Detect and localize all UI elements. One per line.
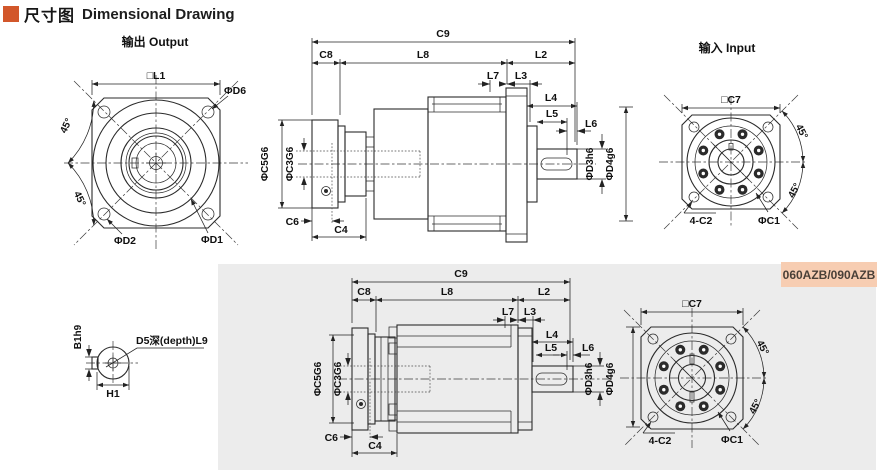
- dim-d3-d4-bottom: ΦD3h6 ΦD4g6: [573, 326, 640, 428]
- dim-c9-top: C9: [311, 28, 576, 142]
- dim-d1: ΦD1: [190, 198, 223, 246]
- dim-l4-l5-l6-bottom: L4 L5 L6: [531, 329, 594, 370]
- dim-l4-l5-l6-top: L4 L5 L6: [526, 92, 597, 155]
- dim-c6-top-label: C6: [286, 216, 300, 228]
- dim-angle-bottom-input-label: 45°: [786, 182, 803, 201]
- dim-c1-top: ΦC1: [755, 192, 780, 227]
- dim-4c2-bottom-label: 4-C2: [649, 435, 672, 447]
- dim-l7-bottom-label: L7: [502, 306, 514, 318]
- side-view-bottom: C9 C8 L8 L2: [313, 268, 640, 457]
- dim-d5-depth: D5深(depth)L9: [105, 334, 208, 368]
- dim-c3g6-top-label: ΦC3G6: [285, 146, 296, 181]
- dim-d4g6-top-label: ΦD4g6: [605, 147, 616, 180]
- dim-l4-bottom-label: L4: [546, 329, 558, 341]
- dim-l2-top-label: L2: [535, 49, 547, 61]
- title-zh: 尺寸图: [24, 8, 76, 25]
- dim-l8-bottom-label: L8: [441, 286, 453, 298]
- dim-4c2-top-label: 4-C2: [690, 215, 713, 227]
- dim-l3-top-label: L3: [515, 70, 527, 82]
- dim-l3-bottom-label: L3: [524, 306, 536, 318]
- dim-l7-l3-top: L7 L3: [478, 70, 542, 122]
- dim-l7-l3-bottom: L7 L3: [493, 306, 545, 362]
- output-caption: 输出 Output: [122, 34, 189, 49]
- dim-angle-bottom: 45°: [67, 162, 97, 226]
- dim-angle-top-label: 45°: [59, 117, 75, 135]
- dim-l8-top-label: L8: [417, 49, 429, 61]
- dim-d2-label: ΦD2: [114, 235, 136, 247]
- dim-b1h9: B1h9: [73, 324, 92, 381]
- screw-pattern-top: [698, 129, 764, 195]
- dim-d3h6-bottom-label: ΦD3h6: [584, 362, 595, 395]
- dim-l5-bottom-label: L5: [545, 342, 557, 354]
- dim-h1-label: H1: [106, 388, 120, 400]
- input-caption: 输入 Input: [699, 40, 756, 55]
- dim-h1: H1: [96, 366, 130, 400]
- dim-c1-bottom: ΦC1: [717, 411, 743, 446]
- dim-l6-top-label: L6: [585, 118, 597, 130]
- dim-c8-top-label: C8: [319, 49, 333, 61]
- dim-c8-l8-l2-bottom: C8 L8 L2: [351, 286, 571, 332]
- model-tag-label: 060AZB/090AZB: [783, 268, 876, 282]
- dim-c1-top-label: ΦC1: [758, 215, 780, 227]
- dim-l2-bottom-label: L2: [538, 286, 550, 298]
- dim-c5-c3-top: ΦC5G6 ΦC3G6: [260, 119, 312, 209]
- dim-c9-bottom-label: C9: [454, 268, 468, 280]
- dim-c6-c4-top: C6 C4: [286, 198, 367, 241]
- dim-c3g6-bottom-label: ΦC3G6: [333, 361, 344, 396]
- model-tag: [781, 262, 877, 287]
- dim-c7-top-label: □C7: [721, 94, 741, 106]
- dim-l1: □L1: [91, 70, 221, 95]
- dim-d3-d4-top: ΦD3h6 ΦD4g6: [577, 106, 633, 222]
- dim-c7-top: □C7: [681, 94, 781, 113]
- dim-angle-top: 45°: [59, 100, 97, 164]
- dim-c5g6-top-label: ΦC5G6: [260, 146, 271, 181]
- dim-4c2-top: 4-C2: [683, 201, 716, 227]
- dim-c6-bottom-label: C6: [325, 432, 339, 444]
- dim-c5g6-bottom-label: ΦC5G6: [313, 361, 324, 396]
- shaft-detail-view: B1h9 D5深(depth)L9 H1: [73, 324, 208, 400]
- dim-c7-bottom: □C7: [640, 298, 744, 325]
- dim-l7-top-label: L7: [487, 70, 499, 82]
- side-view-top: C9 C8 L8 L2: [260, 28, 633, 243]
- dim-c4-bottom-label: C4: [368, 440, 382, 452]
- dim-c5-c3-bottom: ΦC5G6 ΦC3G6: [313, 334, 354, 424]
- dim-c9-top-label: C9: [436, 28, 450, 40]
- dim-c6-c4-bottom: C6 C4: [325, 430, 398, 457]
- dim-d3h6-top-label: ΦD3h6: [585, 147, 596, 180]
- accent-square-icon: [3, 6, 19, 22]
- dim-4c2-bottom: 4-C2: [642, 421, 675, 447]
- dim-c7-bottom-label: □C7: [682, 298, 702, 310]
- dim-l1-label: □L1: [147, 70, 166, 82]
- dim-angle-bottom-label: 45°: [71, 190, 87, 208]
- dim-angle-top-input-label: 45°: [793, 123, 810, 142]
- dim-l6-bottom-label: L6: [582, 342, 594, 354]
- screw-pattern-bottom: [658, 344, 726, 412]
- page-header: 尺寸图 Dimensional Drawing: [3, 2, 235, 26]
- dim-d6-label: ΦD6: [224, 85, 246, 97]
- dim-c1-bottom-label: ΦC1: [721, 434, 743, 446]
- output-front-view: 输出 Output: [59, 34, 248, 251]
- input-front-view-bottom: □C7 45° 45° 4-C2 ΦC1: [620, 298, 771, 448]
- dim-d1-label: ΦD1: [201, 234, 223, 246]
- dim-c8-l8-l2-top: C8 L8 L2: [311, 49, 576, 115]
- dim-d5-label: D5深(depth)L9: [136, 334, 208, 347]
- input-front-view-top: 输入 Input: [659, 40, 810, 230]
- dim-l5-top-label: L5: [546, 108, 558, 120]
- title-en: Dimensional Drawing: [82, 5, 235, 23]
- dim-d4g6-bottom-label: ΦD4g6: [605, 362, 616, 395]
- dim-d6: ΦD6: [211, 85, 246, 110]
- dim-l4-top-label: L4: [545, 92, 557, 104]
- dim-b1h9-label: B1h9: [73, 324, 84, 349]
- dim-d2: ΦD2: [106, 218, 136, 247]
- dim-c8-bottom-label: C8: [357, 286, 371, 298]
- dim-c4-top-label: C4: [334, 224, 348, 236]
